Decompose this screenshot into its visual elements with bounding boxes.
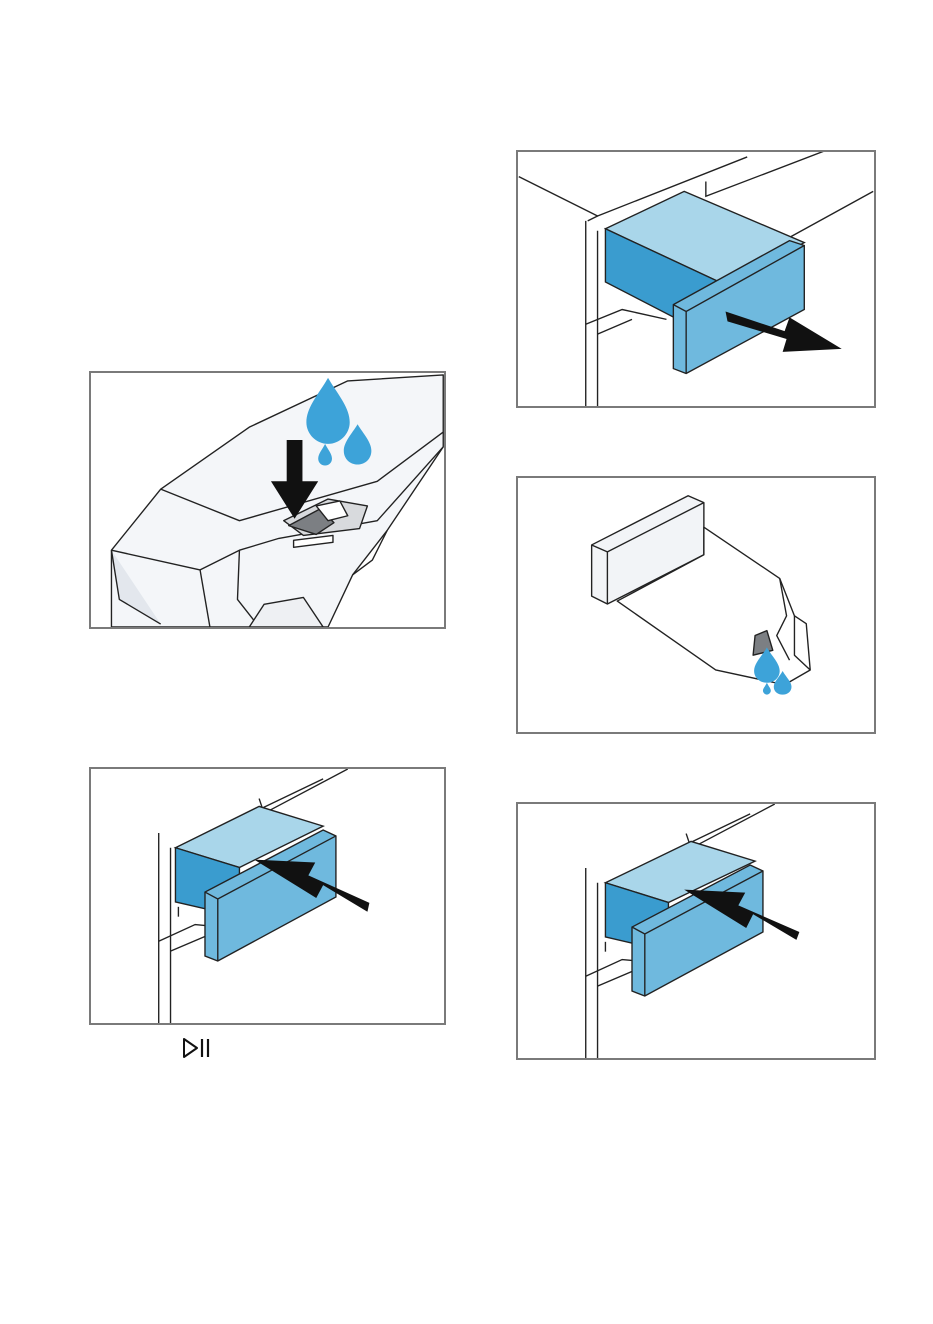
dispenser-drawer-illustration <box>91 373 444 627</box>
figure-pull-out-drawer <box>516 150 876 408</box>
drawer-pull-illustration <box>518 152 874 406</box>
figure-drain-residual-water <box>516 476 876 734</box>
figure-push-in-drawer-again <box>516 802 876 1060</box>
start-pause-icon <box>181 1035 215 1061</box>
drawer-push-illustration <box>91 769 444 1023</box>
drawer-drain-illustration <box>518 478 874 732</box>
drawer-push-illustration-2 <box>518 804 874 1058</box>
figure-push-in-drawer <box>89 767 446 1025</box>
figure-pour-detergent <box>89 371 446 629</box>
